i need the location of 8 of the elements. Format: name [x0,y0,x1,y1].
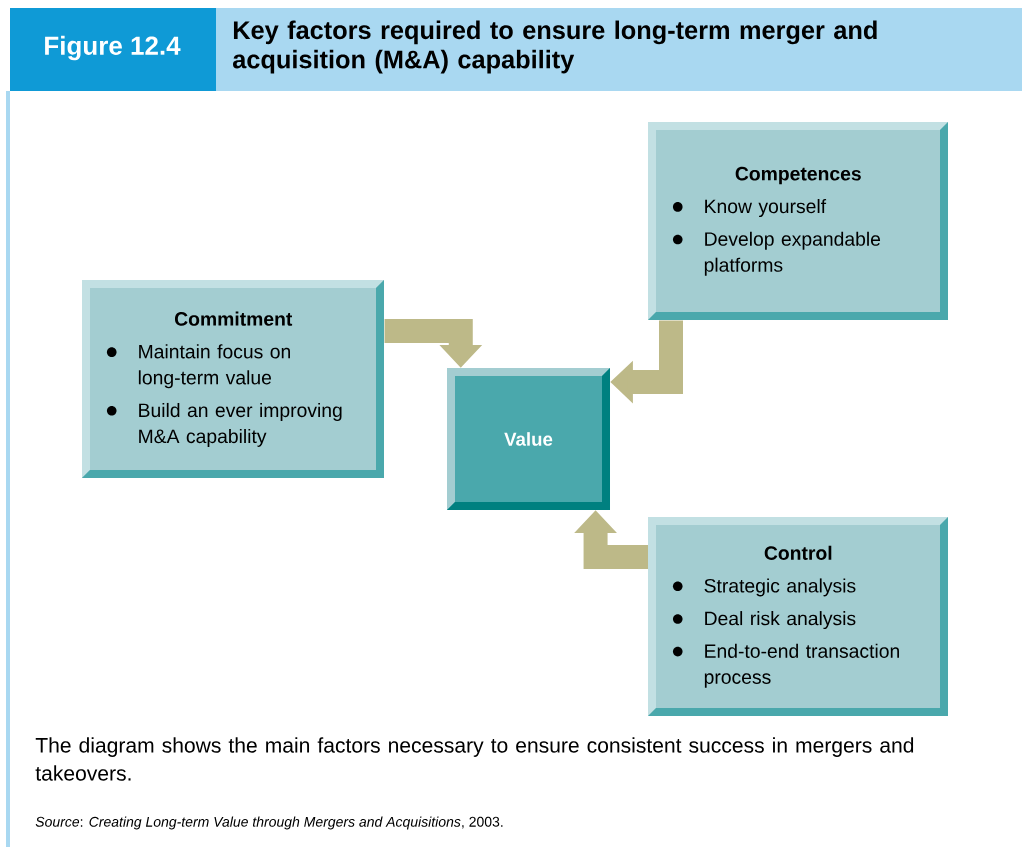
factor-box: Control Strategic analysis Deal risk analysis End-to-end transaction process [648,517,948,716]
caption: The diagram shows the main factors necessary to ensure consistent success in mergers and takeovers. [35,737,914,781]
factor-box: Competences Know yourself Develop expandable platforms [648,122,948,320]
factor-box: Commitment Maintain focus on long-term value Build an ever improving M&A capability [82,280,384,478]
source-note: Source: Creating Long-term Value through Mergers and Acquisitions, 2003. [35,816,503,830]
value-box: Value [447,368,610,510]
header-band: Key factors required to ensure long-term merger and acquisition (M&A) capability [216,8,1022,91]
figure-number: Figure 12.4 [10,8,216,91]
